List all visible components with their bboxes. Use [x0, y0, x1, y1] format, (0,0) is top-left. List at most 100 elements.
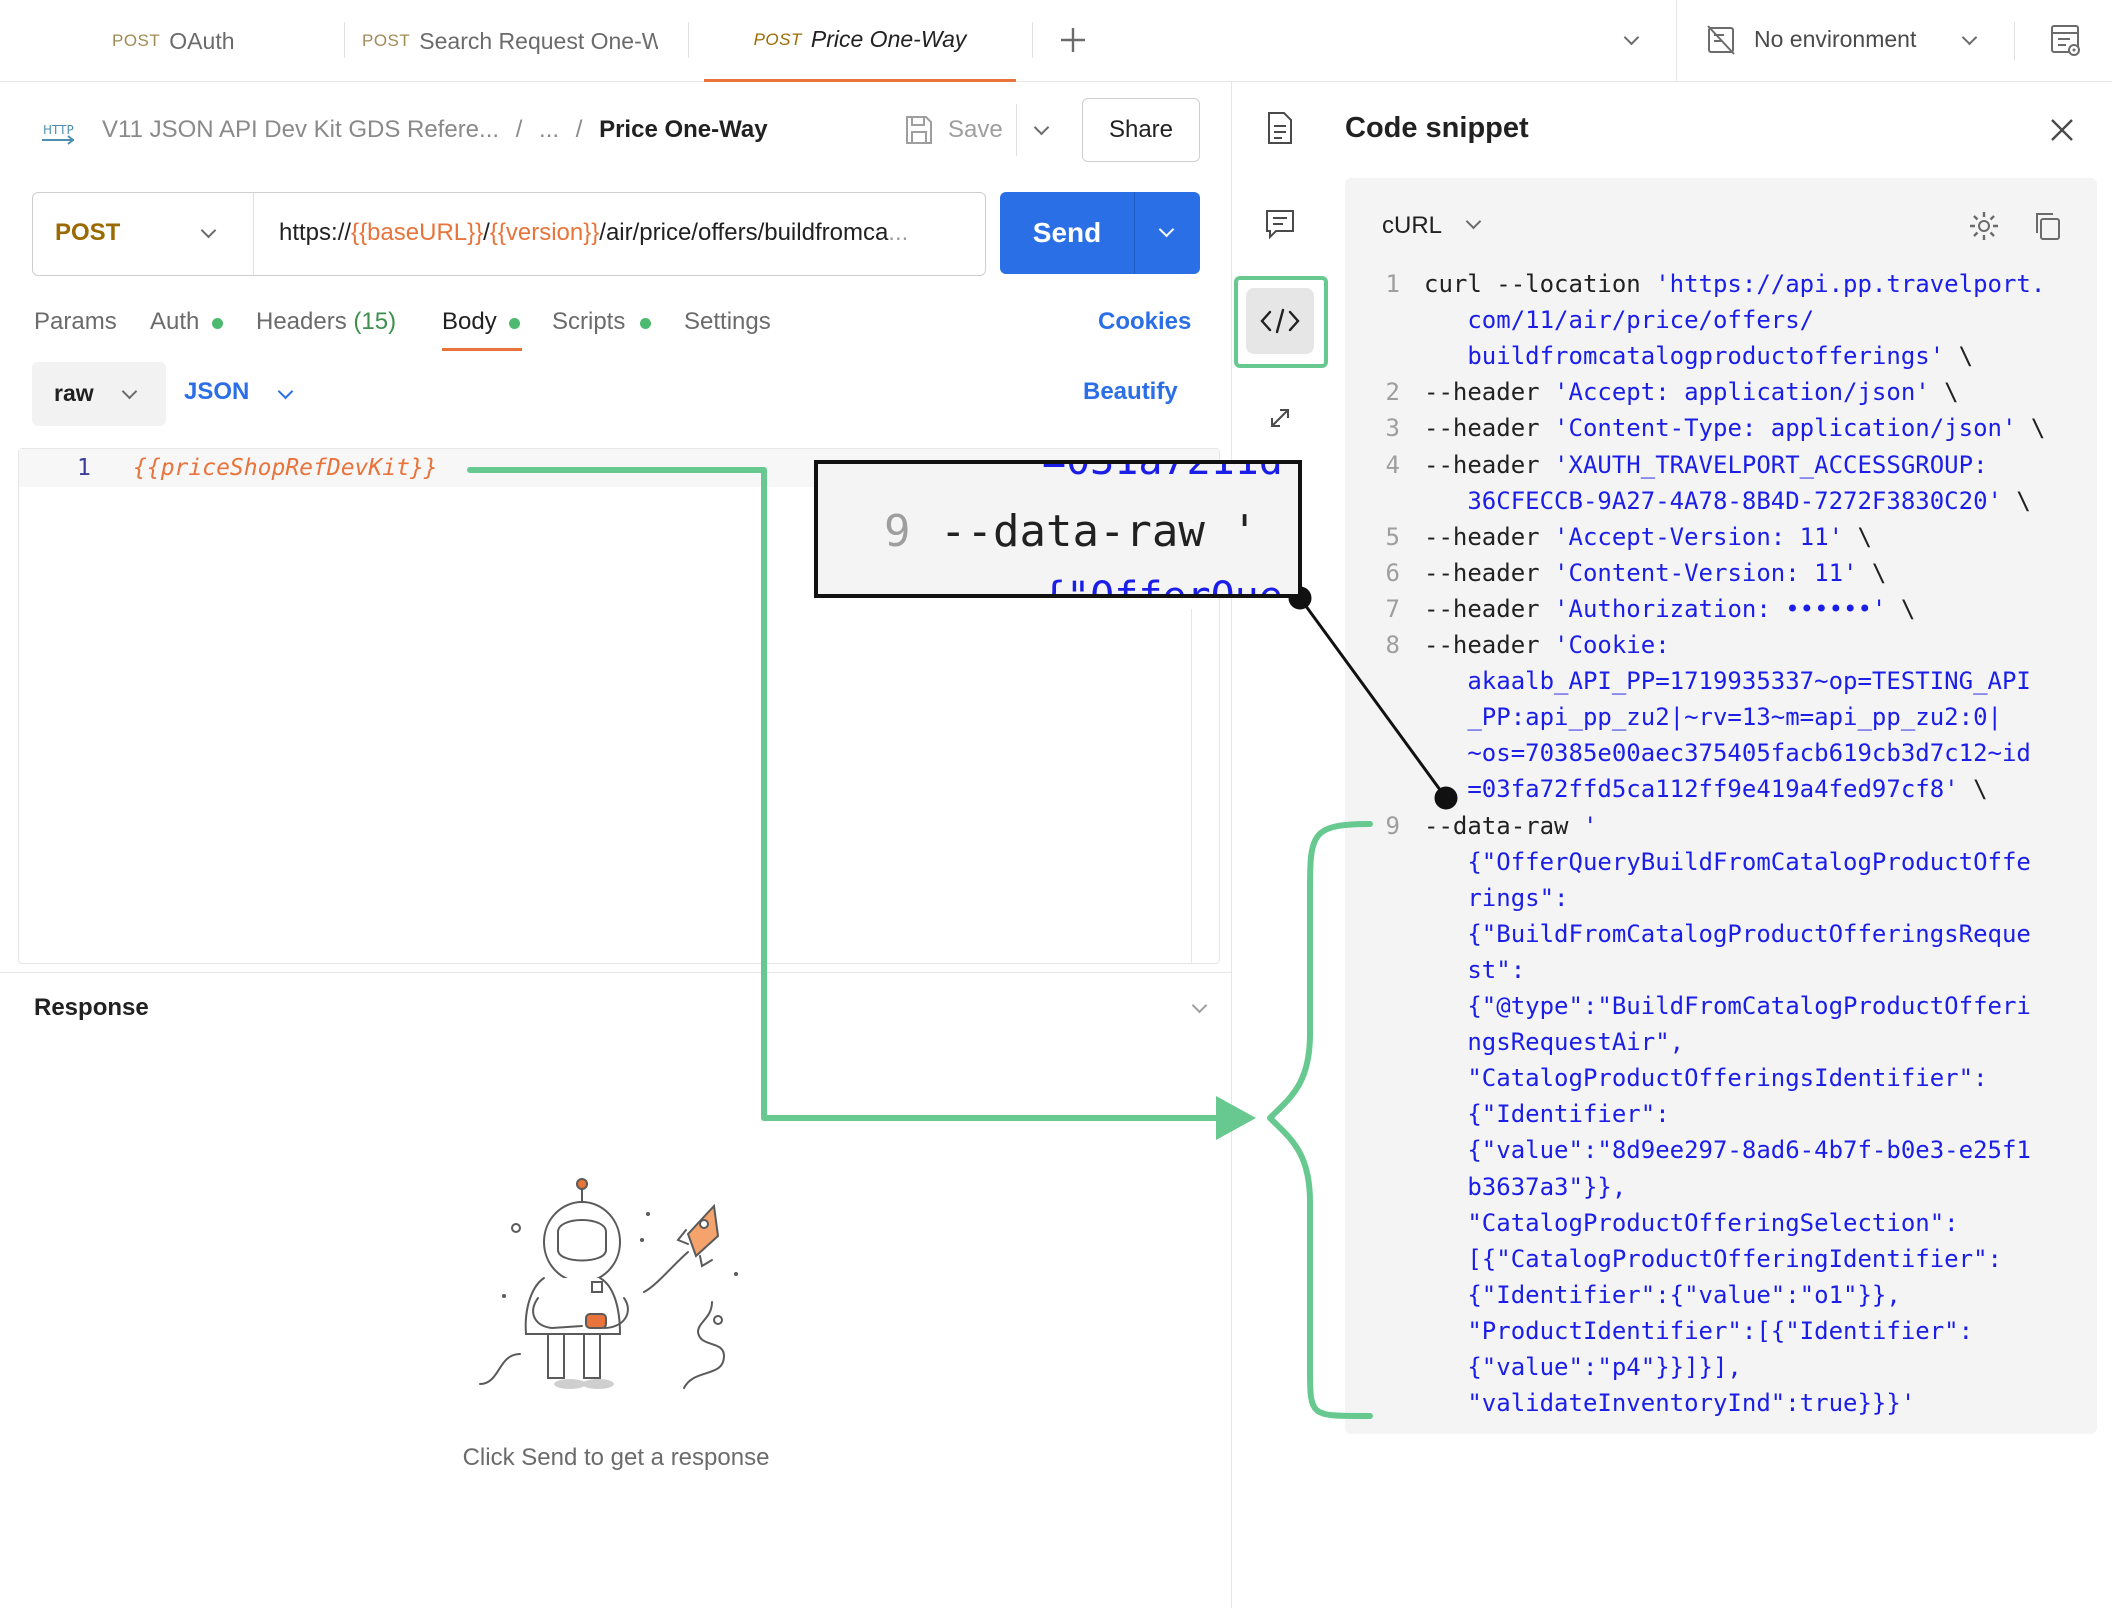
- code-token: \: [1958, 775, 1988, 804]
- code-line: "validateInventoryInd":true}}}': [1424, 1385, 1915, 1421]
- http-badge-text: HTTP: [43, 123, 74, 137]
- method-select[interactable]: POST: [55, 219, 121, 246]
- scrollbar-track[interactable]: [1191, 609, 1192, 964]
- save-icon[interactable]: [904, 114, 934, 146]
- auth-status-dot: [212, 318, 223, 329]
- tab-headers[interactable]: Headers (15): [256, 308, 396, 336]
- code-string: {"Identifier":: [1424, 1100, 1670, 1129]
- code-line-number: 4: [1385, 450, 1400, 479]
- tab-headers-label: Headers: [256, 308, 347, 335]
- breadcrumb-separator: /: [515, 116, 523, 143]
- code-string: 'Authorization: ••••••': [1554, 594, 1887, 623]
- url-variable-version: {{version}}: [489, 219, 600, 246]
- tab-divider: [344, 22, 345, 58]
- url-input[interactable]: https://{{baseURL}}/{{version}}/air/pric…: [279, 219, 979, 247]
- code-string: 'https://api.pp.travelport.: [1655, 270, 2046, 298]
- body-format-select[interactable]: JSON: [184, 378, 250, 405]
- code-string: ngsRequestAir",: [1424, 1028, 1685, 1057]
- active-tab-underline: [442, 348, 522, 351]
- code-token: --data-raw: [1424, 811, 1583, 840]
- code-string: "CatalogProductOfferingSelection":: [1424, 1208, 1959, 1237]
- tab-price-one-way[interactable]: POST Price One-Way: [704, 0, 1016, 82]
- tab-search-request[interactable]: POST Search Request One-W: [362, 0, 658, 82]
- divider: [1676, 0, 1677, 82]
- url-bar: POST https://{{baseURL}}/{{version}}/air…: [32, 192, 986, 276]
- tab-settings[interactable]: Settings: [684, 308, 771, 335]
- code-token: --header: [1424, 414, 1555, 443]
- code-token: \: [2016, 414, 2046, 443]
- code-string: "ProductIdentifier":[{"Identifier":: [1424, 1316, 1974, 1345]
- new-tab-plus-icon[interactable]: [1058, 20, 1088, 60]
- code-line: ngsRequestAir",: [1424, 1024, 1684, 1060]
- documentation-icon[interactable]: [1266, 110, 1294, 146]
- tab-oauth[interactable]: POST OAuth: [112, 0, 332, 82]
- code-line-number: 3: [1385, 414, 1400, 443]
- no-environment-icon: [1706, 24, 1736, 56]
- code-line: --header 'Content-Version: 11' \: [1424, 555, 1886, 591]
- tab-params[interactable]: Params: [34, 308, 117, 335]
- copy-icon[interactable]: [2032, 210, 2062, 242]
- cookies-link[interactable]: Cookies: [1098, 308, 1192, 335]
- page-title: Price One-Way: [599, 116, 768, 143]
- code-line: --header 'Content-Type: application/json…: [1424, 410, 2045, 446]
- code-string: {"OfferQueryBuildFromCatalogProductOffe: [1424, 847, 2031, 876]
- language-select[interactable]: cURL: [1382, 212, 1443, 239]
- tab-method: POST: [753, 29, 802, 49]
- zoom-peek-bottom: {"OfferQue: [1042, 574, 1283, 598]
- code-string: [{"CatalogProductOfferingIdentifier":: [1424, 1244, 2002, 1273]
- code-line: {"value":"8d9ee297-8ad6-4b7f-b0e3-e25f1: [1424, 1132, 2031, 1168]
- environment-quick-look-icon[interactable]: [2050, 24, 2082, 58]
- url-variable-baseurl: {{baseURL}}: [351, 219, 484, 246]
- code-line: --header 'Cookie:: [1424, 627, 1670, 663]
- scripts-status-dot: [640, 318, 651, 329]
- code-line-number: 2: [1385, 378, 1400, 407]
- code-snippet-box: [1345, 178, 2097, 1434]
- close-icon[interactable]: [2048, 116, 2076, 144]
- code-token: --header: [1424, 522, 1555, 551]
- code-string: rings":: [1424, 883, 1569, 912]
- breadcrumb: V11 JSON API Dev Kit GDS Refere... / ...…: [102, 116, 768, 144]
- code-line: --header 'XAUTH_TRAVELPORT_ACCESSGROUP:: [1424, 447, 1988, 483]
- environment-selector[interactable]: No environment: [1754, 26, 1917, 52]
- code-line: _PP:api_pp_zu2|~rv=13~m=api_pp_zu2:0|: [1424, 699, 2002, 735]
- breadcrumb-ellipsis[interactable]: ...: [539, 116, 560, 143]
- send-button-group: Send: [1000, 192, 1200, 274]
- code-snippet-icon[interactable]: [1246, 288, 1314, 354]
- code-token: \: [1886, 594, 1916, 623]
- settings-gear-icon[interactable]: [1968, 210, 2000, 242]
- tab-auth[interactable]: Auth: [150, 308, 200, 335]
- astronaut-illustration: [474, 1178, 764, 1414]
- breadcrumb-collection[interactable]: V11 JSON API Dev Kit GDS Refere...: [102, 116, 500, 143]
- code-token: \: [1843, 522, 1872, 551]
- code-string: akaalb_API_PP=1719935337~op=TESTING_API: [1424, 667, 2031, 696]
- share-button[interactable]: Share: [1082, 98, 1200, 162]
- code-string: ~os=70385e00aec375405facb619cb3d7c12~id: [1424, 739, 2031, 768]
- code-line: {"Identifier":{"value":"o1"}},: [1424, 1277, 1900, 1313]
- divider: [1016, 104, 1017, 156]
- divider: [2014, 22, 2015, 60]
- related-collections-icon[interactable]: [1266, 404, 1294, 432]
- body-mode-select[interactable]: raw: [32, 362, 166, 426]
- line-number: 1: [77, 455, 91, 481]
- tab-label: OAuth: [169, 27, 235, 54]
- code-token: --header: [1424, 450, 1555, 479]
- save-button[interactable]: Save: [948, 116, 1003, 143]
- url-path: /air/price/offers/buildfromca: [599, 219, 889, 246]
- code-line: buildfromcatalogproductofferings' \: [1424, 338, 1973, 374]
- url-scheme: https://: [279, 219, 352, 246]
- code-line: com/11/air/price/offers/: [1424, 302, 1814, 338]
- comments-icon[interactable]: [1264, 208, 1296, 240]
- code-line: "CatalogProductOfferingsIdentifier":: [1424, 1060, 1987, 1096]
- zoom-connector-line: [1298, 597, 1448, 799]
- zoom-connector-dot: [1434, 786, 1458, 810]
- tab-body[interactable]: Body: [442, 308, 497, 335]
- send-button[interactable]: Send: [1032, 217, 1102, 248]
- tab-label: Search Request One-W: [419, 27, 658, 54]
- code-string: 'Accept-Version: 11': [1554, 522, 1844, 551]
- tab-scripts[interactable]: Scripts: [552, 308, 626, 335]
- code-line: 36CFECCB-9A27-4A78-8B4D-7272F3830C20' \: [1424, 483, 2031, 519]
- tab-label: Price One-Way: [810, 26, 967, 52]
- beautify-button[interactable]: Beautify: [1083, 378, 1178, 405]
